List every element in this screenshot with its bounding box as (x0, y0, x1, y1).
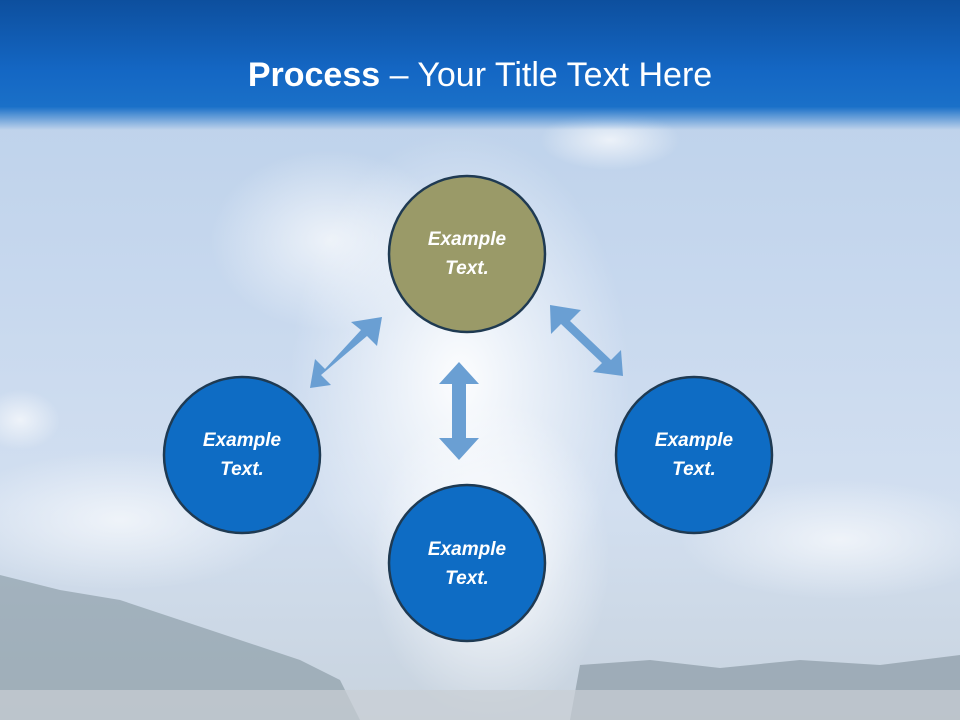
title-bold-word: Process (247, 56, 381, 94)
node-left-label: Example Text. (172, 426, 312, 484)
slide-title: Process – Your Title Text Here (0, 52, 960, 98)
node-bottom-label: Example Text. (397, 535, 537, 593)
node-right-line1: Example (654, 430, 734, 451)
node-left-circle (162, 375, 322, 535)
node-left-line1: Example (202, 430, 282, 451)
node-top-line2: Text. (445, 258, 489, 279)
node-right-circle (614, 375, 774, 535)
arrow-top-left (310, 317, 382, 388)
node-top-circle (387, 174, 547, 334)
node-left-line2: Text. (220, 459, 264, 480)
node-right-line2: Text. (672, 459, 716, 480)
title-rest: Your Title Text Here (417, 56, 713, 94)
title-dash: – (380, 56, 418, 94)
node-top-line1: Example (427, 229, 507, 250)
node-bottom-line2: Text. (445, 568, 489, 589)
node-bottom-circle (387, 483, 547, 643)
arrow-top-bottom (439, 362, 479, 460)
arrow-top-right (550, 305, 623, 376)
node-right-label: Example Text. (624, 426, 764, 484)
node-bottom-line1: Example (427, 539, 507, 560)
node-top-label: Example Text. (397, 225, 537, 283)
title-bar (0, 0, 960, 130)
